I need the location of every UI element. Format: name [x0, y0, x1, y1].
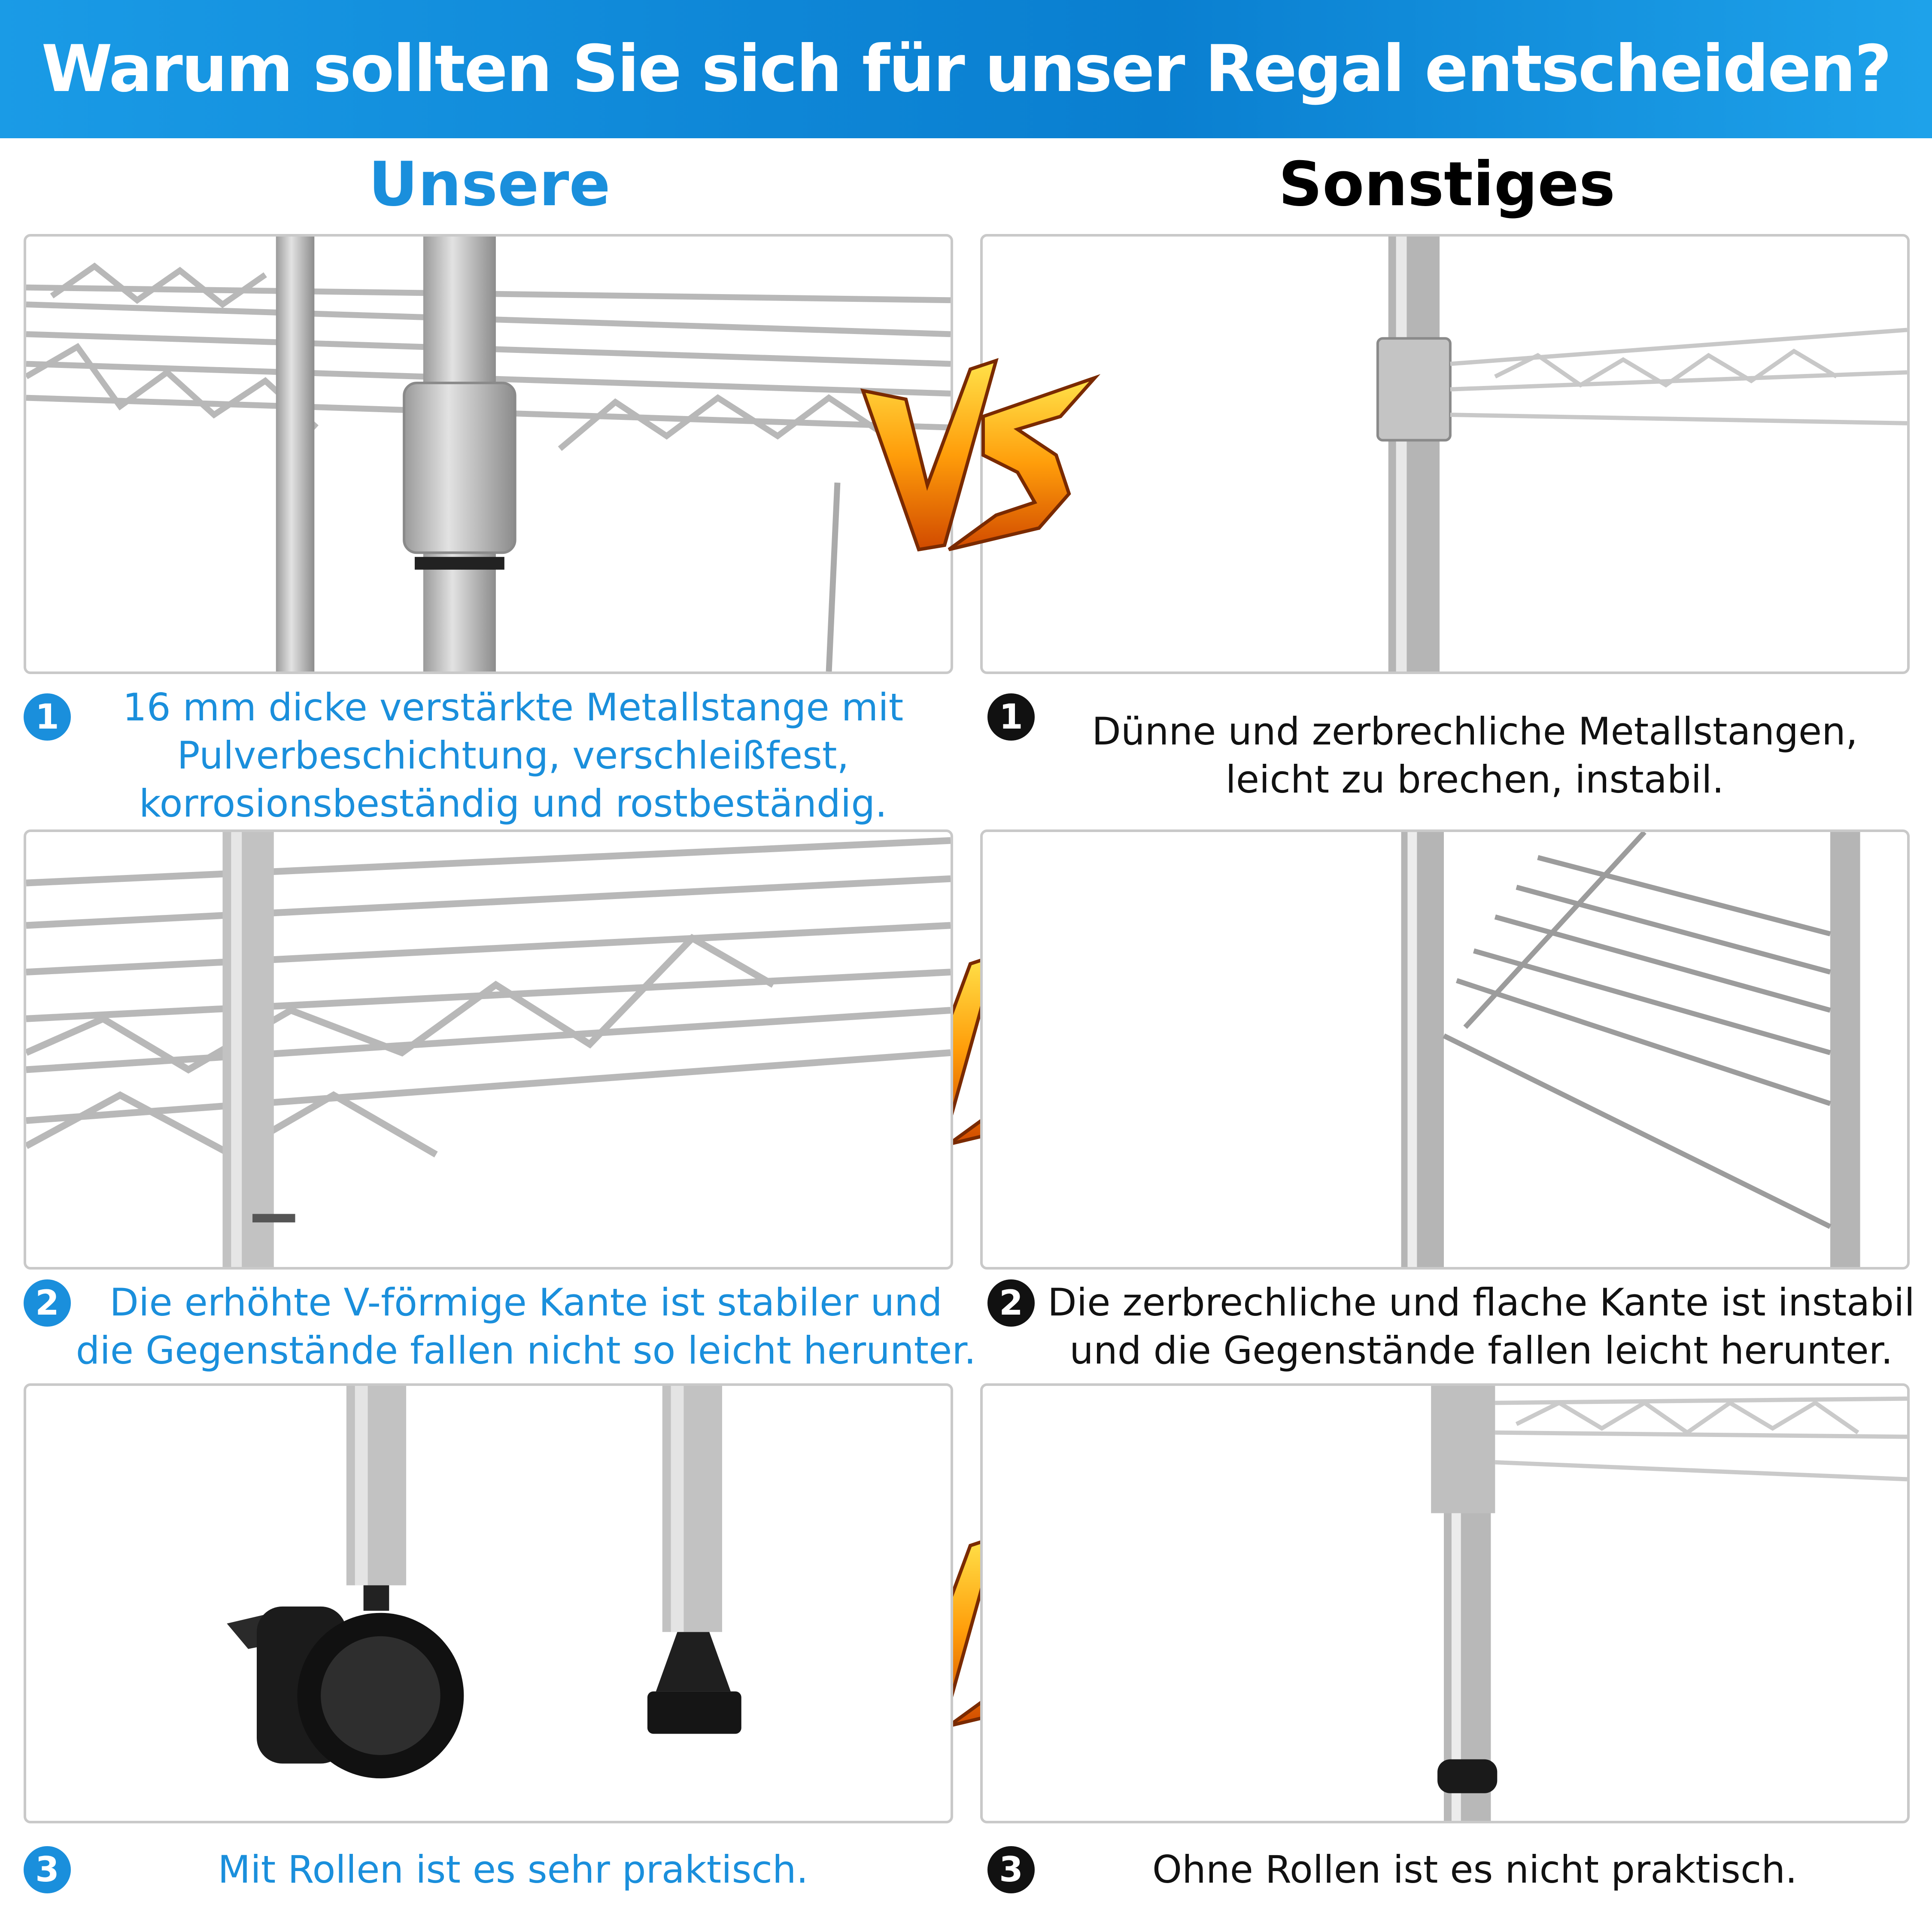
circled-number-icon: 3 [24, 1846, 71, 1893]
others-image-3 [980, 1383, 1910, 1823]
ours-caption-3: 3 Mit Rollen ist es sehr praktisch. [24, 1842, 955, 1898]
vs-lightning-icon [860, 358, 1101, 552]
circled-number-icon: 2 [24, 1279, 71, 1327]
others-text-2: Die zerbrechliche und flache Kante ist i… [1048, 1280, 1915, 1373]
others-caption-1: 1 Dünne und zerbrechliche Metallstangen,… [987, 683, 1915, 829]
title-banner: Warum sollten Sie sich für unser Regal e… [0, 0, 1932, 138]
flat-edge-illustration [1401, 832, 1860, 1267]
ours-image-2 [24, 829, 953, 1270]
circled-number-icon: 1 [987, 693, 1035, 741]
ours-text-1: 16 mm dicke verstärkte Metallstange mit … [122, 685, 904, 826]
column-header-ours: Unsere [368, 149, 611, 220]
page-title: Warum sollten Sie sich für unser Regal e… [41, 32, 1892, 106]
ours-text-2: Die erhöhte V-förmige Kante ist stabiler… [76, 1280, 976, 1373]
ours-image-1 [24, 234, 953, 674]
others-image-1 [980, 234, 1910, 674]
ours-caption-1: 1 16 mm dicke verstärkte Metallstange mi… [24, 683, 955, 829]
caster-wheel-illustration [227, 1386, 741, 1779]
circled-number-icon: 1 [24, 693, 71, 741]
ours-caption-2: 2 Die erhöhte V-förmige Kante ist stabil… [24, 1277, 981, 1376]
thin-rod-illustration [1376, 237, 1907, 671]
others-caption-2: 2 Die zerbrechliche und flache Kante ist… [987, 1277, 1928, 1376]
others-image-2 [980, 829, 1910, 1270]
others-text-3: Ohne Rollen ist es nicht praktisch. [1152, 1847, 1798, 1892]
others-text-1: Dünne und zerbrechliche Metallstangen, l… [1092, 709, 1858, 802]
circled-number-icon: 3 [987, 1846, 1035, 1893]
no-wheel-foot-illustration [1431, 1386, 1907, 1821]
shelf-rod-illustration [26, 237, 951, 671]
circled-number-icon: 2 [987, 1279, 1035, 1327]
column-header-others: Sonstiges [1278, 149, 1616, 220]
ours-image-3 [24, 1383, 953, 1823]
v-edge-illustration [26, 832, 951, 1267]
others-caption-3: 3 Ohne Rollen ist es nicht praktisch. [987, 1842, 1915, 1898]
ours-text-3: Mit Rollen ist es sehr praktisch. [218, 1847, 808, 1892]
